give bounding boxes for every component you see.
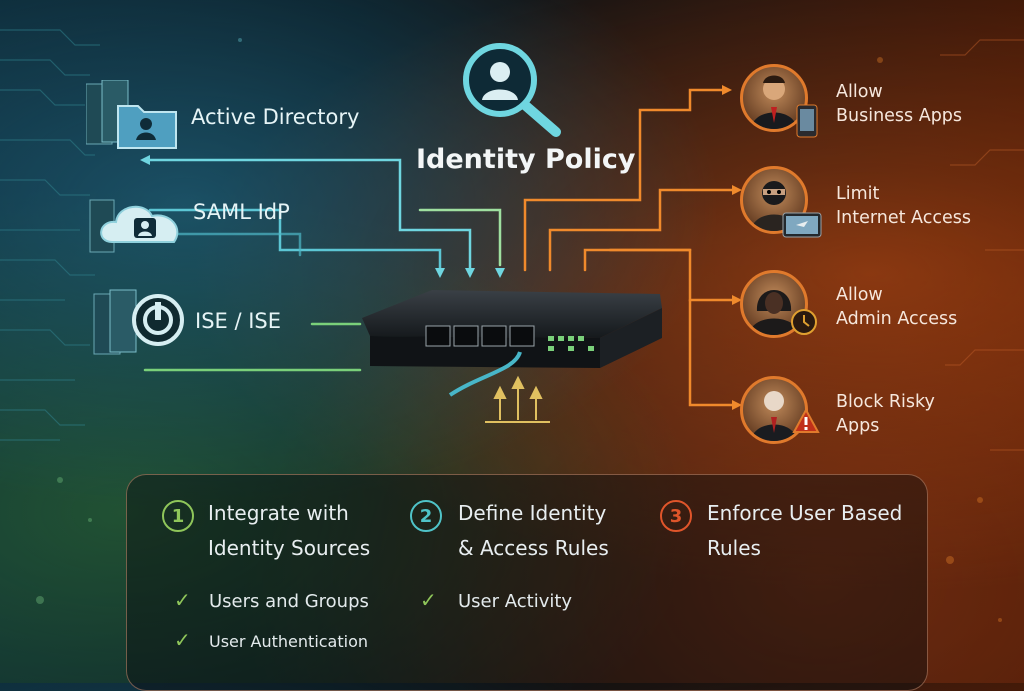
circuit-traces-left — [0, 29, 100, 441]
network-switch-icon — [362, 290, 662, 397]
magnifier-user-icon — [458, 38, 568, 138]
phone-badge-icon — [796, 104, 818, 138]
source-label-ise: ISE / ISE — [195, 309, 282, 333]
cloud-user-icon — [88, 188, 198, 256]
warning-badge-icon — [792, 407, 820, 436]
check-icon: ✓ — [174, 588, 191, 612]
folder-user-icon — [85, 79, 182, 152]
outcome-line1: Limit — [836, 184, 880, 204]
check-users-groups: Users and Groups — [209, 591, 369, 612]
step-3-line1: Enforce User Based — [707, 501, 903, 525]
steps-panel — [126, 474, 928, 691]
step-1-text: Integrate with Identity Sources — [208, 496, 370, 566]
step-1-badge: 1 — [162, 500, 194, 532]
source-label-active-directory: Active Directory — [191, 105, 360, 129]
circuit-traces-right — [940, 39, 1024, 451]
step-2-badge: 2 — [410, 500, 442, 532]
outcome-line1: Allow — [836, 285, 883, 305]
check-icon: ✓ — [174, 628, 191, 652]
output-arrowheads — [722, 85, 742, 410]
ise-icon — [92, 288, 192, 358]
outcome-line2: Apps — [836, 416, 880, 436]
outcome-line2: Internet Access — [836, 208, 971, 228]
step-2-text: Define Identity & Access Rules — [458, 496, 609, 566]
blocked-screen-icon — [782, 212, 822, 240]
step-2-line1: Define Identity — [458, 501, 607, 525]
page-title: Identity Policy — [416, 144, 636, 175]
output-connection-lines — [523, 88, 737, 407]
step-1-line1: Integrate with — [208, 501, 349, 525]
bokeh-dots — [36, 38, 1002, 622]
check-user-activity: User Activity — [458, 591, 573, 612]
outcome-label-internet-access: Limit Internet Access — [836, 182, 971, 230]
check-user-authentication: User Authentication — [209, 632, 369, 651]
step-3-text: Enforce User Based Rules — [707, 496, 902, 566]
outcome-label-business-apps: Allow Business Apps — [836, 80, 962, 128]
input-arrowheads — [140, 155, 505, 278]
source-label-saml-idp: SAML IdP — [193, 200, 290, 224]
outcome-line1: Allow — [836, 82, 883, 102]
outcome-label-risky-apps: Block Risky Apps — [836, 390, 935, 438]
step-1-line2: Identity Sources — [208, 536, 371, 560]
source-connection-lines — [143, 158, 502, 372]
step-3-badge: 3 — [660, 500, 692, 532]
step-3-line2: Rules — [707, 536, 761, 560]
outcome-label-admin-access: Allow Admin Access — [836, 283, 957, 331]
clock-badge-icon — [790, 308, 818, 336]
upload-arrows — [485, 375, 550, 423]
outcome-line2: Admin Access — [836, 309, 958, 329]
step-2-line2: & Access Rules — [458, 536, 609, 560]
outcome-line1: Block Risky — [836, 392, 935, 412]
check-icon: ✓ — [420, 588, 437, 612]
outcome-line2: Business Apps — [836, 106, 963, 126]
